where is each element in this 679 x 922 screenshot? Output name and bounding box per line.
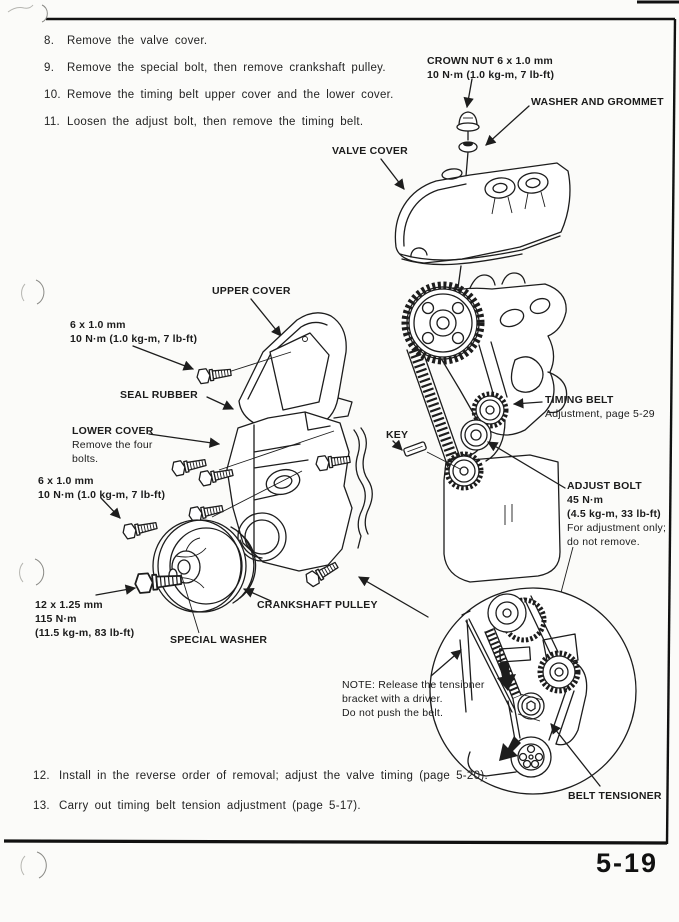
upper-cover-drawing xyxy=(238,298,353,431)
push-direction-arrow xyxy=(497,661,516,691)
crankshaft-pulley-drawing xyxy=(95,519,272,634)
step-10: 10.Remove the timing belt upper cover an… xyxy=(44,89,394,101)
valve-cover-label: VALVE COVER xyxy=(332,145,408,157)
step-9: 9.Remove the special bolt, then remove c… xyxy=(44,62,386,74)
page-number: 5-19 xyxy=(596,848,659,878)
washer-grommet-label: WASHER AND GROMMET xyxy=(531,96,664,108)
driver-tool-drawing xyxy=(461,610,516,713)
adjust-bolt-label: ADJUST BOLT 45 N·m (4.5 kg-m, 33 lb-ft) … xyxy=(567,480,667,548)
valve-cover-drawing xyxy=(380,158,571,266)
engine-block-drawing xyxy=(443,454,561,583)
belt-tensioner-label: BELT TENSIONER xyxy=(568,790,662,802)
crank-sprocket-drawing xyxy=(444,451,484,491)
step-13: 13.Carry out timing belt tension adjustm… xyxy=(33,800,361,812)
crankshaft-pulley-label: CRANKSHAFT PULLEY xyxy=(257,599,378,611)
step-12: 12.Install in the reverse order of remov… xyxy=(33,770,488,782)
upper-cover-label: UPPER COVER xyxy=(212,285,291,297)
woodruff-key-drawing xyxy=(391,439,461,470)
tensioner-inset-drawing xyxy=(429,587,637,795)
special-washer-label: SPECIAL WASHER xyxy=(170,634,268,646)
seal-rubber-drawing xyxy=(353,427,373,549)
step-11: 11.Loosen the adjust bolt, then remove t… xyxy=(44,116,364,128)
upper-cover-bolt xyxy=(132,345,292,385)
page-border xyxy=(3,0,679,845)
tensioner-pulley-drawing xyxy=(460,391,509,451)
punch-hole-marks xyxy=(7,4,48,879)
lower-cover-label: LOWER COVER Remove the four bolts. xyxy=(72,425,154,465)
crown-nut-drawing xyxy=(456,78,530,177)
timing-belt-label: TIMING BELT Adjustment, page 5-29 xyxy=(545,394,655,420)
lower-cover-drawing xyxy=(100,396,373,589)
timing-belt-drawing xyxy=(406,341,508,471)
cylinder-head-drawing xyxy=(401,272,568,583)
key-label: KEY xyxy=(386,429,409,441)
seal-rubber-label: SEAL RUBBER xyxy=(120,389,198,401)
cam-sprocket-drawing xyxy=(401,281,485,365)
release-direction-arrow xyxy=(499,736,521,761)
tensioner-note-label: NOTE: Release the tensioner bracket with… xyxy=(342,679,485,719)
step-8: 8.Remove the valve cover. xyxy=(44,35,208,47)
